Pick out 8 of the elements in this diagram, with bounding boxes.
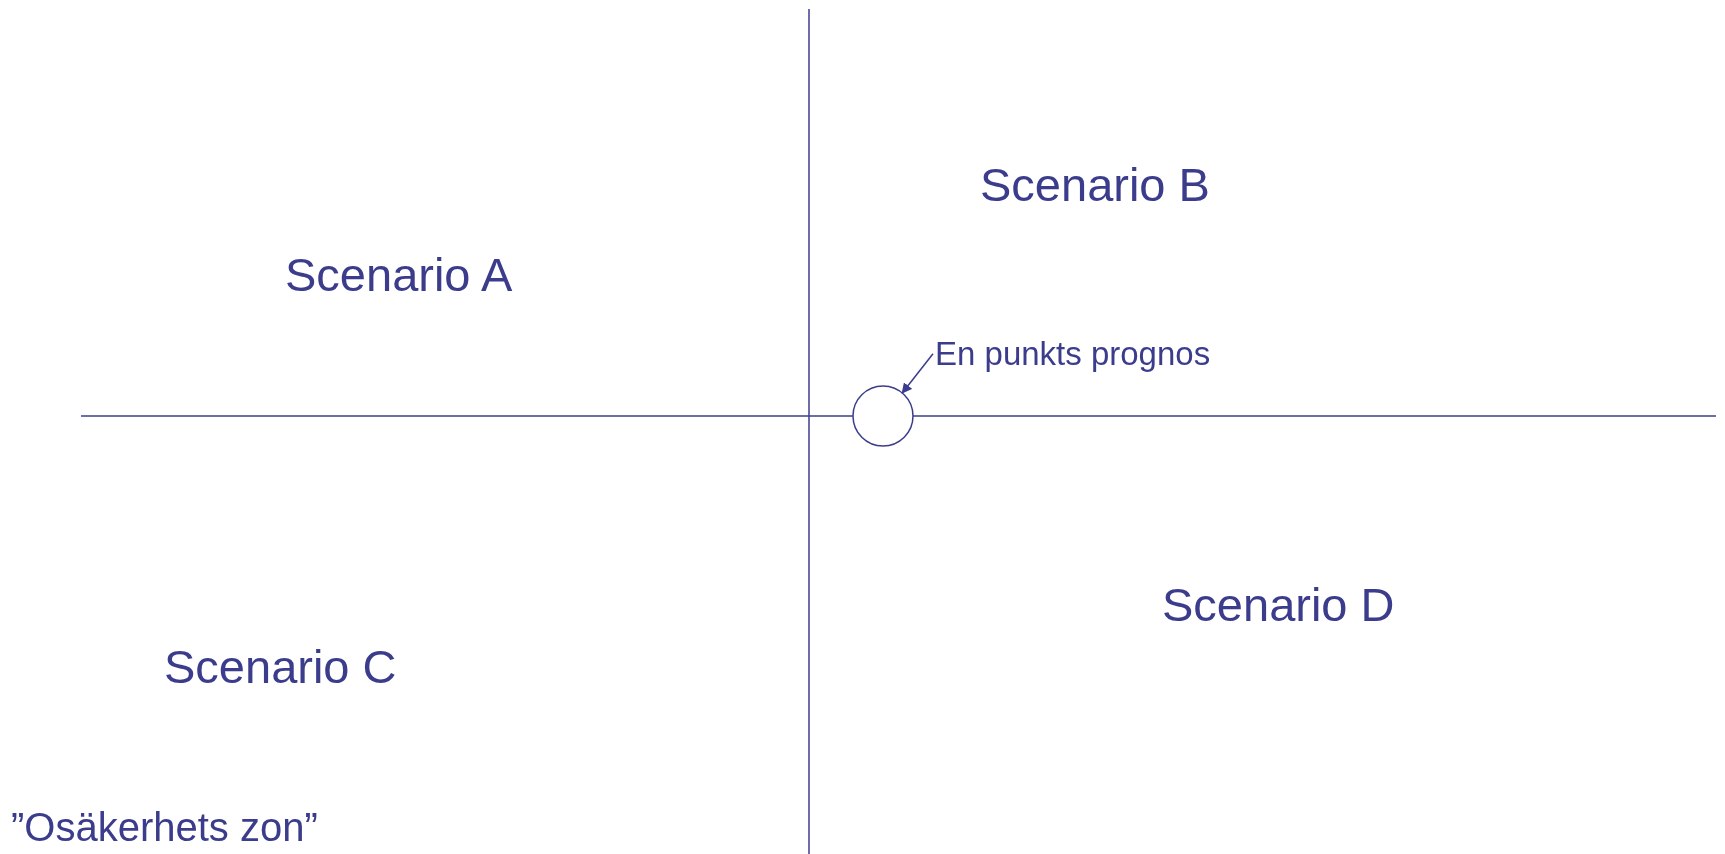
scenario-label: Scenario D <box>1162 577 1395 632</box>
scenario-label: Scenario B <box>980 157 1210 212</box>
callout-text: En punkts prognos <box>935 334 1211 373</box>
forecast-point-circle <box>852 385 914 447</box>
scenario-label: ”Osäkerhets zon” <box>11 803 318 850</box>
leader-arrow <box>901 353 934 394</box>
scenario-label: Scenario C <box>164 639 397 694</box>
scenario-label: Scenario A <box>285 247 513 302</box>
